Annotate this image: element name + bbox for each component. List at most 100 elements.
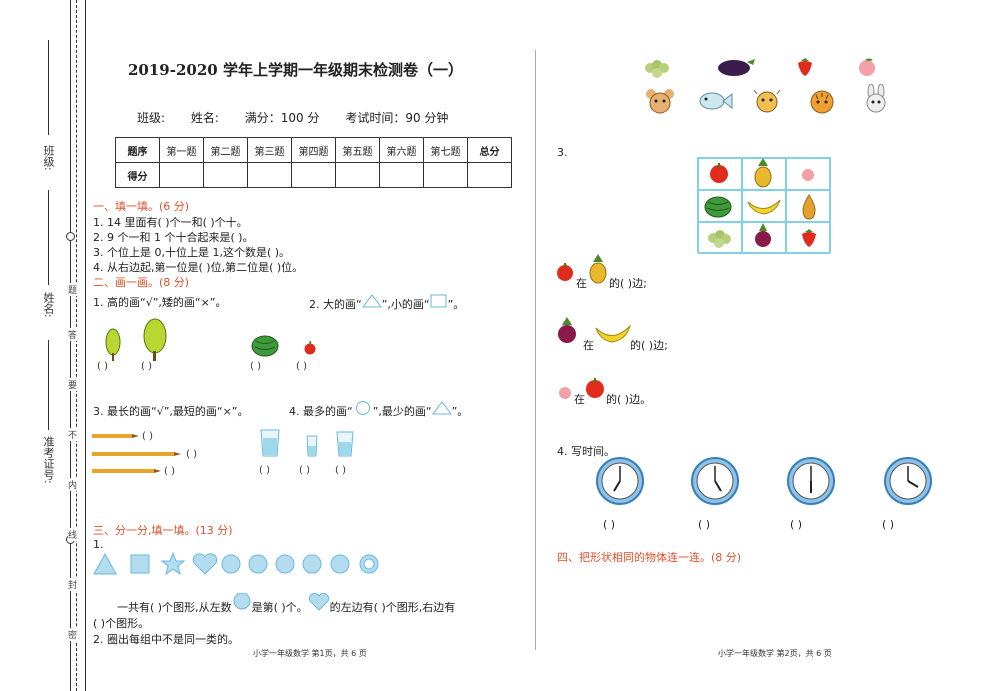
banana-icon — [595, 324, 632, 343]
eggplant-icon — [718, 59, 755, 76]
section2-title: 二、画一画。(8 分) — [93, 276, 190, 289]
score-input[interactable] — [423, 162, 468, 188]
answer-paren[interactable]: ( ) — [142, 431, 153, 442]
score-cell: 第七题 — [423, 137, 468, 163]
pencil-icon — [92, 469, 161, 473]
peach-icon — [559, 387, 571, 399]
answer-paren[interactable]: ( ) — [250, 361, 261, 372]
page-divider — [535, 50, 536, 650]
cup-small-icon — [306, 435, 318, 457]
answer-paren[interactable]: ( ) — [141, 361, 152, 372]
shape-row — [93, 552, 379, 576]
mouse-face-icon — [646, 89, 674, 114]
tree-tall-icon — [143, 318, 167, 361]
grapes-icon — [708, 230, 731, 248]
clock-answer[interactable]: ( ) — [603, 518, 616, 531]
smiley-shape — [275, 554, 295, 574]
pos1-a: 在 — [576, 277, 587, 290]
s3-line2: ( )个图形。 — [93, 617, 150, 630]
class-line — [48, 40, 49, 135]
score-input[interactable] — [247, 162, 292, 188]
smiley-shape — [221, 554, 241, 574]
q3-label: 3. — [557, 146, 568, 159]
answer-paren[interactable]: ( ) — [296, 361, 307, 372]
score-input[interactable] — [467, 162, 512, 188]
s2-q1: 1. 高的画“√”,矮的画“×”。 — [93, 296, 227, 309]
strawberry-icon — [798, 58, 812, 76]
clock-icon — [596, 457, 644, 505]
pencil-icon — [92, 434, 139, 438]
score-cell: 第六题 — [379, 137, 424, 163]
s2-q4-a: 4. 最多的画“ — [289, 405, 353, 418]
grid-cell — [786, 190, 830, 222]
triangle-shape — [93, 552, 117, 575]
apple-icon — [586, 378, 604, 398]
answer-paren[interactable]: ( ) — [164, 466, 175, 477]
clock-answer[interactable]: ( ) — [698, 518, 711, 531]
class-field: 班级: — [137, 111, 166, 125]
seal-char: 要 — [68, 378, 78, 391]
score-input[interactable] — [291, 162, 336, 188]
tiger-face-icon — [810, 90, 834, 114]
score-cell: 第三题 — [247, 137, 292, 163]
score-cell: 得分 — [115, 162, 160, 188]
grid-cell — [786, 222, 830, 254]
cup-medium-icon — [336, 431, 354, 457]
binding-line-2 — [85, 0, 86, 691]
grid-cell — [786, 158, 830, 190]
s3-line1-b: 是第( )个。 — [251, 601, 308, 614]
clock-answer[interactable]: ( ) — [882, 518, 895, 531]
s1-q2: 2. 9 个一和 1 个十合起来是( )。 — [93, 231, 254, 244]
pos3-a: 在 — [574, 393, 585, 406]
score-cell: 第四题 — [291, 137, 336, 163]
exam-no-line — [48, 340, 49, 430]
fruit-grid — [697, 157, 831, 254]
name-line — [48, 190, 49, 285]
binding-dash-line — [76, 0, 77, 691]
s2-q4-c: ”。 — [451, 405, 469, 418]
score-cell: 总分 — [467, 137, 512, 163]
score-input[interactable] — [379, 162, 424, 188]
pos2-b: 的( )边; — [630, 339, 668, 352]
score-cell: 第一题 — [159, 137, 204, 163]
heart-shape-inline — [308, 592, 329, 611]
pencil-icon — [92, 452, 181, 456]
name-field: 姓名: — [190, 111, 219, 125]
cow-face-icon — [753, 89, 781, 113]
pos1-b: 的( )边; — [609, 277, 647, 290]
seal-char: 线 — [68, 528, 78, 541]
answer-paren[interactable]: ( ) — [186, 449, 197, 460]
score-input[interactable] — [159, 162, 204, 188]
s3-line1-c: 的左边有( )个图形,右边有 — [329, 601, 456, 614]
radish-icon — [755, 223, 771, 247]
tree-small-icon — [105, 328, 121, 361]
grid-cell — [698, 158, 742, 190]
answer-paren[interactable]: ( ) — [299, 465, 310, 476]
clock-icon — [787, 457, 835, 505]
square-shape — [130, 554, 150, 574]
seal-char: 内 — [68, 478, 78, 491]
s3-line1-a: 一共有( )个图形,从左数 — [117, 601, 232, 614]
s2-q2-c: ”。 — [447, 298, 465, 311]
answer-paren[interactable]: ( ) — [97, 361, 108, 372]
rabbit-face-icon — [866, 84, 886, 113]
pineapple-icon — [589, 254, 607, 284]
pear-icon — [802, 194, 816, 220]
grid-cell — [698, 222, 742, 254]
clock-answer[interactable]: ( ) — [790, 518, 803, 531]
seal-char: 题 — [68, 283, 78, 296]
fish-icon — [699, 92, 733, 110]
answer-paren[interactable]: ( ) — [259, 465, 270, 476]
cup-large-icon — [260, 429, 280, 457]
score-cell: 题序 — [115, 137, 160, 163]
score-input[interactable] — [335, 162, 380, 188]
score-input[interactable] — [203, 162, 248, 188]
peach-icon — [802, 169, 814, 181]
answer-paren[interactable]: ( ) — [335, 465, 346, 476]
section1-title: 一、填一填。(6 分) — [93, 200, 190, 213]
s3-q1: 1. — [93, 538, 104, 551]
seal-char: 封 — [68, 578, 78, 591]
heart-shape — [192, 553, 218, 575]
s1-q4: 4. 从右边起,第一位是( )位,第二位是( )位。 — [93, 261, 304, 274]
s2-q4: 4. 最多的画“”,最少的画“”。 — [289, 401, 468, 419]
